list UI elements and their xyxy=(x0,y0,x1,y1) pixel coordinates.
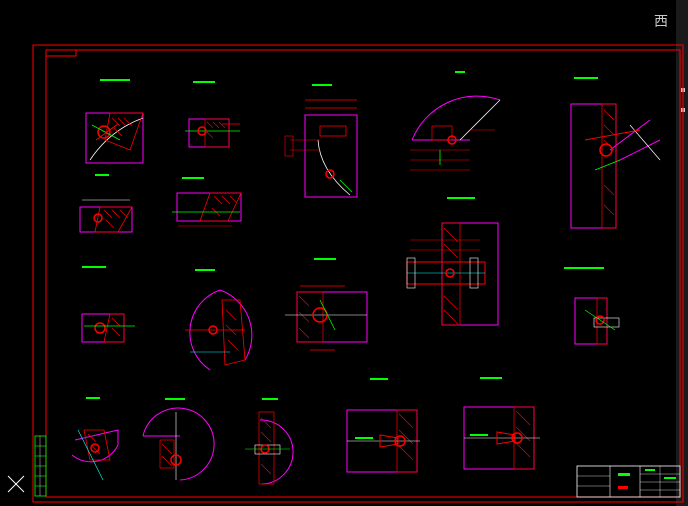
corner-label: 西 xyxy=(654,14,668,30)
detail-drawing-13[interactable] xyxy=(71,397,119,481)
detail-drawing-1[interactable] xyxy=(85,79,144,164)
detail-drawing-17[interactable] xyxy=(463,377,540,470)
detail-drawing-15[interactable] xyxy=(245,398,294,485)
detail-drawing-6[interactable] xyxy=(79,174,133,233)
left-revision-strip xyxy=(34,435,47,497)
outer-frame xyxy=(32,44,684,503)
detail-drawing-12[interactable] xyxy=(564,267,620,345)
detail-drawing-5[interactable] xyxy=(570,77,661,229)
detail-drawing-4[interactable] xyxy=(410,71,501,171)
detail-drawing-3[interactable] xyxy=(284,84,358,198)
detail-drawing-11[interactable] xyxy=(285,258,368,351)
title-block xyxy=(576,465,681,498)
detail-drawing-7[interactable] xyxy=(172,177,242,227)
detail-drawing-14[interactable] xyxy=(142,398,215,481)
detail-drawing-9[interactable] xyxy=(81,266,135,343)
detail-drawing-10[interactable] xyxy=(185,269,253,371)
detail-drawing-2[interactable] xyxy=(185,81,240,148)
ucs-axis-icon xyxy=(7,475,25,493)
corner-tab xyxy=(46,50,77,57)
detail-drawing-8[interactable] xyxy=(406,197,499,326)
inner-frame xyxy=(45,49,681,498)
detail-drawing-16[interactable] xyxy=(346,378,420,473)
